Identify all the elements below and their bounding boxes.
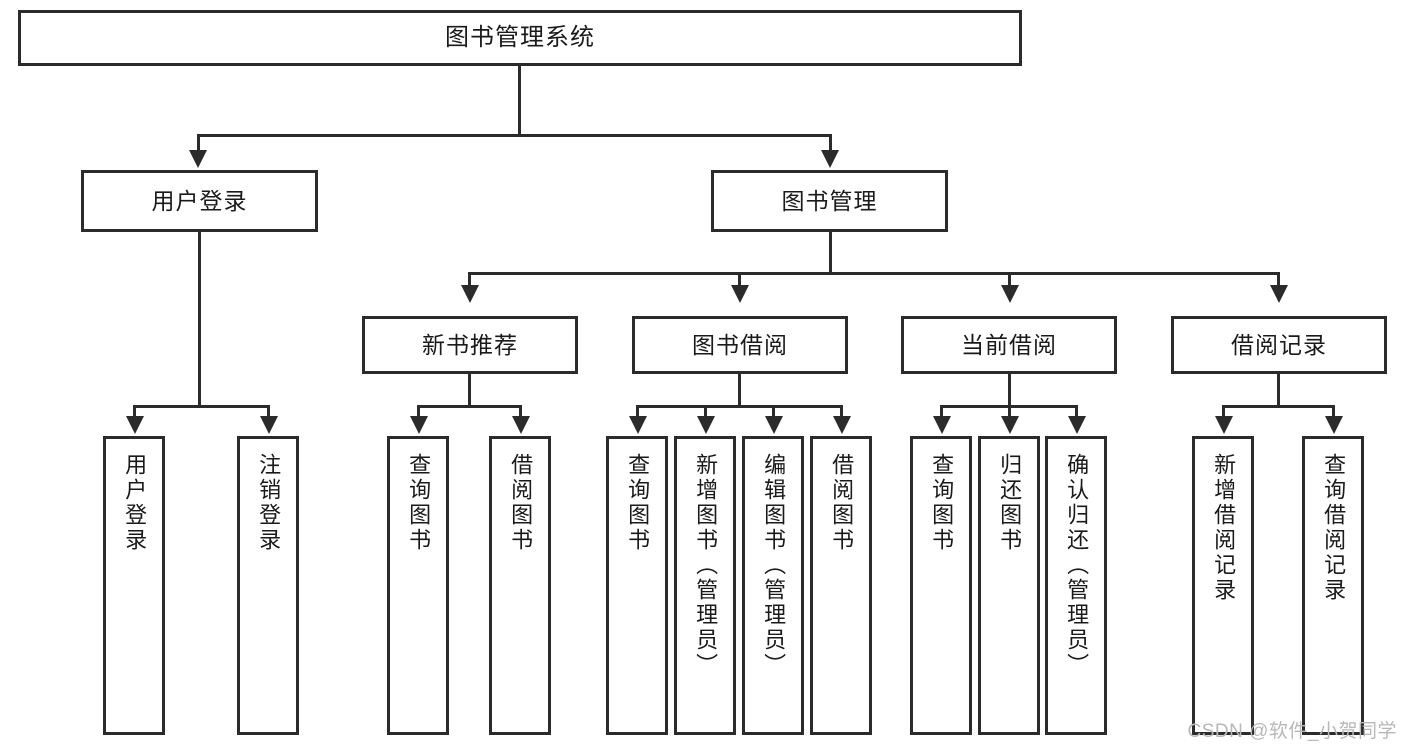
connector-drop-borrow-record <box>1277 272 1280 288</box>
connector-drop-leaf-query-book-1 <box>417 405 420 419</box>
connector-drop-leaf-query-book-3 <box>940 405 943 419</box>
node-book-borrow[interactable]: 图书借阅 <box>632 316 848 374</box>
node-leaf-return-book[interactable]: 归还图书 <box>978 436 1040 735</box>
connector-level3-bus <box>468 272 1280 275</box>
node-label: 图书管理 <box>781 187 878 214</box>
node-borrow-record[interactable]: 借阅记录 <box>1171 316 1387 374</box>
node-leaf-query-book-borrow[interactable]: 查询图书 <box>606 436 668 735</box>
node-label: 图书管理系统 <box>445 24 595 52</box>
connector-borrowrecord-stem <box>1277 374 1280 405</box>
connector-drop-leaf-confirm-return <box>1075 405 1078 419</box>
node-user-login[interactable]: 用户登录 <box>81 170 318 232</box>
connector-drop-user-login <box>197 134 200 156</box>
arrowhead-new-book-rec <box>461 285 479 303</box>
connector-drop-leaf-borrow-book-1 <box>519 405 522 419</box>
connector-newbook-leaf-bus <box>417 405 522 408</box>
arrowhead-leaf-add-book <box>697 416 715 434</box>
node-label: 查询图书 <box>406 453 432 553</box>
node-label: 借阅图书 <box>508 453 534 553</box>
node-label: 编辑图书（管理员） <box>761 453 787 678</box>
node-leaf-borrow-book-new-rec[interactable]: 借阅图书 <box>489 436 551 735</box>
connector-level2-bus <box>197 134 832 137</box>
arrowhead-borrow-record <box>1270 285 1288 303</box>
node-label: 查询图书 <box>625 453 651 553</box>
connector-borrowrecord-leaf-bus <box>1222 405 1335 408</box>
node-current-borrow[interactable]: 当前借阅 <box>901 316 1117 374</box>
node-leaf-add-borrow-record[interactable]: 新增借阅记录 <box>1192 436 1254 735</box>
connector-root-stem <box>518 66 521 134</box>
node-label: 新增图书（管理员） <box>693 453 719 678</box>
arrowhead-book-borrow <box>731 285 749 303</box>
connector-drop-book-manage <box>829 134 832 156</box>
connector-drop-leaf-query-record <box>1332 405 1335 419</box>
node-label: 借阅图书 <box>829 453 855 553</box>
node-leaf-edit-book-admin[interactable]: 编辑图书（管理员） <box>742 436 804 735</box>
connector-drop-leaf-return-book <box>1008 405 1011 419</box>
connector-newbook-stem <box>468 374 471 405</box>
connector-bookborrow-stem <box>738 374 741 405</box>
node-leaf-user-login[interactable]: 用户登录 <box>103 436 165 735</box>
connector-drop-leaf-edit-book <box>772 405 775 419</box>
arrowhead-leaf-confirm-return <box>1068 416 1086 434</box>
node-leaf-borrow-book-borrow[interactable]: 借阅图书 <box>810 436 872 735</box>
node-root-book-management-system[interactable]: 图书管理系统 <box>18 10 1022 66</box>
connector-drop-book-borrow <box>738 272 741 288</box>
arrowhead-current-borrow <box>1001 285 1019 303</box>
node-label: 确认归还（管理员） <box>1064 453 1090 678</box>
node-label: 新书推荐 <box>422 331 518 358</box>
arrowhead-leaf-query-record <box>1325 416 1343 434</box>
node-new-book-recommendation[interactable]: 新书推荐 <box>362 316 578 374</box>
arrowhead-book-manage <box>821 150 839 168</box>
node-label: 借阅记录 <box>1231 331 1327 358</box>
node-label: 当前借阅 <box>961 331 1057 358</box>
node-label: 注销登录 <box>256 453 282 553</box>
node-label: 用户登录 <box>151 187 248 214</box>
node-label: 新增借阅记录 <box>1211 453 1237 603</box>
arrowhead-leaf-borrow-book-2 <box>833 416 851 434</box>
connector-drop-leaf-user-login <box>133 405 136 419</box>
connector-userlogin-leaf-bus <box>133 405 269 408</box>
arrowhead-leaf-add-record <box>1215 416 1233 434</box>
arrowhead-leaf-edit-book <box>765 416 783 434</box>
arrowhead-leaf-query-book-3 <box>933 416 951 434</box>
connector-currentborrow-stem <box>1008 374 1011 405</box>
node-leaf-add-book-admin[interactable]: 新增图书（管理员） <box>674 436 736 735</box>
node-label: 查询借阅记录 <box>1321 453 1347 603</box>
connector-drop-leaf-logout <box>267 405 270 419</box>
connector-bookmanage-stem <box>829 232 832 274</box>
node-leaf-query-borrow-record[interactable]: 查询借阅记录 <box>1302 436 1364 735</box>
node-leaf-query-book-current[interactable]: 查询图书 <box>910 436 972 735</box>
arrowhead-leaf-logout <box>260 416 278 434</box>
arrowhead-leaf-user-login <box>126 416 144 434</box>
node-leaf-query-book-new-rec[interactable]: 查询图书 <box>387 436 449 735</box>
connector-userlogin-stem <box>198 232 201 405</box>
node-leaf-logout[interactable]: 注销登录 <box>237 436 299 735</box>
node-label: 查询图书 <box>929 453 955 553</box>
node-leaf-confirm-return-admin[interactable]: 确认归还（管理员） <box>1045 436 1107 735</box>
connector-drop-leaf-add-book <box>704 405 707 419</box>
arrowhead-leaf-borrow-book-1 <box>512 416 530 434</box>
connector-drop-leaf-add-record <box>1222 405 1225 419</box>
arrowhead-leaf-query-book-2 <box>629 416 647 434</box>
arrowhead-leaf-return-book <box>1001 416 1019 434</box>
connector-drop-leaf-borrow-book-2 <box>840 405 843 419</box>
connector-drop-current-borrow <box>1008 272 1011 288</box>
node-book-management[interactable]: 图书管理 <box>711 170 948 232</box>
arrowhead-user-login <box>189 150 207 168</box>
arrowhead-leaf-query-book-1 <box>410 416 428 434</box>
node-label: 归还图书 <box>997 453 1023 553</box>
connector-drop-leaf-query-book-2 <box>636 405 639 419</box>
node-label: 用户登录 <box>122 453 148 553</box>
csdn-watermark: CSDN @软件_小贺同学 <box>1187 721 1397 742</box>
connector-bookborrow-leaf-bus <box>636 405 842 408</box>
connector-drop-new-book-rec <box>468 272 471 288</box>
node-label: 图书借阅 <box>692 331 788 358</box>
